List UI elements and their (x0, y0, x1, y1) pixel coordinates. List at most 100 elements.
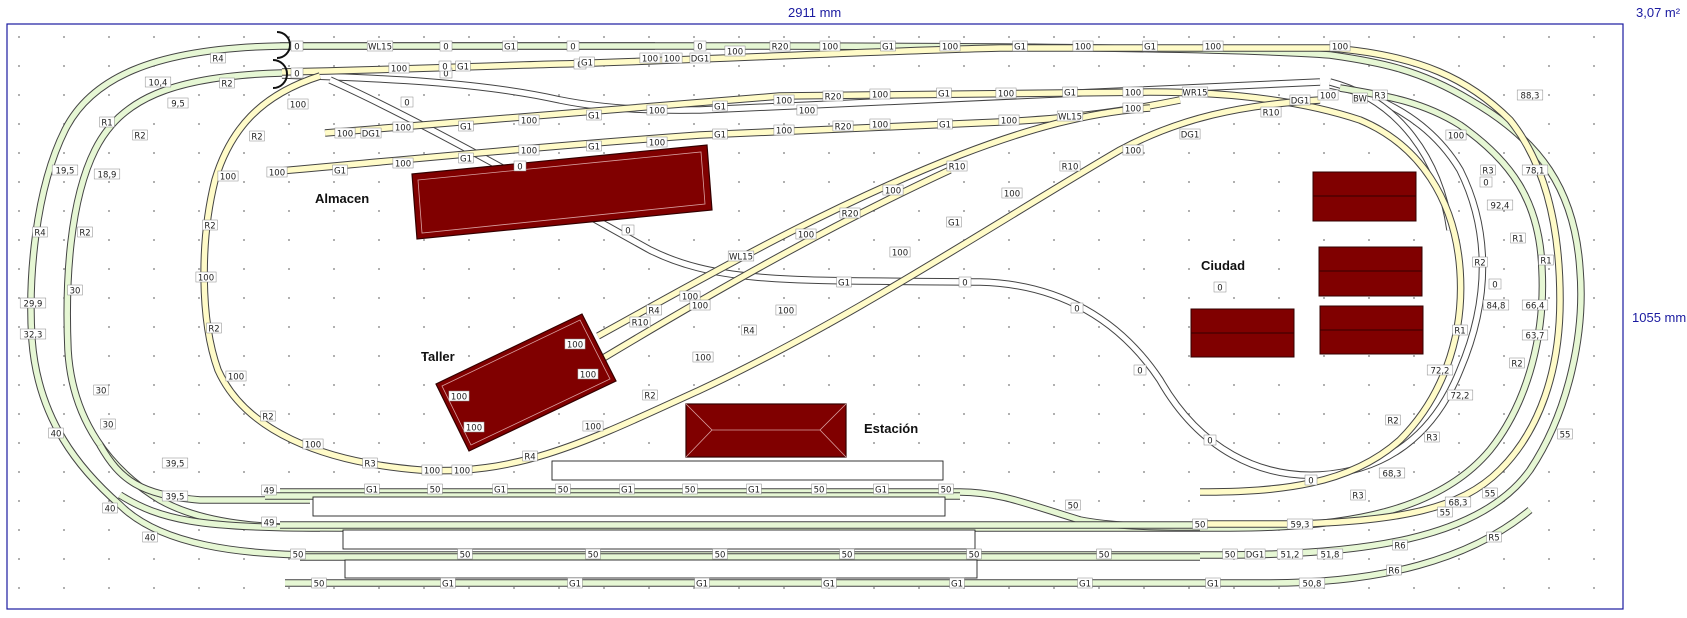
track-label: DG1 (1181, 131, 1200, 141)
track-label-box (629, 316, 651, 328)
ciudad-building-4[interactable] (1319, 305, 1424, 355)
green-spur-1[interactable] (97, 443, 310, 503)
track-label-box (939, 40, 961, 52)
platform-1 (551, 460, 944, 481)
track-label: 100 (695, 354, 711, 364)
track-label: 50 (1225, 551, 1236, 561)
track-label-box (1521, 164, 1549, 176)
track-label: G1 (1014, 43, 1026, 53)
ciudad-label: Ciudad (1201, 258, 1246, 273)
track-label: 0 (1207, 437, 1212, 447)
track-label-box (457, 548, 473, 560)
track-label-box (290, 548, 306, 560)
track-label-box (19, 328, 47, 340)
track-label-box (1557, 428, 1573, 440)
track-label-box (1133, 364, 1147, 376)
estacion-label: Estación (864, 421, 919, 436)
track-label-box (966, 548, 982, 560)
track-label: 78,1 (1526, 167, 1545, 177)
track-label: 100 (776, 127, 792, 137)
track-label: 0 (294, 43, 299, 53)
track-label: 50 (314, 580, 325, 590)
track-label-box (694, 577, 710, 589)
track-label: 0 (697, 43, 702, 53)
track-label: 100 (1125, 105, 1141, 115)
track-label: R2 (204, 222, 215, 232)
track-label-box (1203, 434, 1217, 446)
track-label: 49 (264, 519, 275, 529)
track-label-box (1316, 548, 1344, 560)
track-label-box (93, 168, 121, 180)
track-label: 50 (969, 551, 980, 561)
track-label-box (958, 276, 972, 288)
track-label: R2 (262, 413, 273, 423)
track-label-box (689, 52, 711, 64)
track-label: WL15 (729, 253, 753, 263)
track-label: 0 (294, 70, 299, 80)
track-label: 100 (727, 48, 743, 58)
estacion-building[interactable] (685, 403, 847, 458)
grey-reverse-loop[interactable] (328, 77, 1486, 478)
track-label: R2 (644, 392, 655, 402)
buffer-stop-1 (276, 31, 291, 59)
track-label: R10 (1062, 163, 1079, 173)
track-label: 100 (290, 101, 306, 111)
track-label: G1 (588, 112, 600, 122)
main-loop-upper[interactable] (281, 45, 1563, 527)
track-label-box (260, 410, 276, 422)
ciudad-building-3[interactable] (1190, 308, 1295, 358)
track-label: G1 (366, 486, 378, 496)
track-label-box (1486, 199, 1514, 211)
track-label: 32,3 (24, 331, 43, 341)
track-label: 100 (269, 169, 285, 179)
track-label: 100 (1448, 132, 1464, 142)
track-label: 100 (692, 302, 708, 312)
track-label-box (1378, 467, 1406, 479)
track-label-box (661, 52, 683, 64)
track-label: 0 (570, 43, 575, 53)
track-label-box (693, 40, 707, 52)
track-label-box (995, 87, 1017, 99)
track-label: 100 (649, 107, 665, 117)
ciudad-building-2[interactable] (1318, 246, 1423, 297)
grey-top-2[interactable] (281, 72, 1321, 113)
inner-loop-r3[interactable] (201, 73, 1321, 474)
track-label-box (646, 136, 668, 148)
track-label: G1 (939, 121, 951, 131)
track-label: 100 (395, 124, 411, 134)
track-label-box (48, 427, 64, 439)
track-label-box (1317, 89, 1339, 101)
track-label-box (67, 284, 83, 296)
green-spur-2[interactable] (118, 492, 321, 531)
track-label-box (682, 483, 698, 495)
track-label: 100 (424, 467, 440, 477)
station-track-4[interactable] (285, 507, 1532, 586)
track-label: R3 (1482, 167, 1493, 177)
track-label: G1 (504, 43, 516, 53)
track-label: 100 (228, 373, 244, 383)
track-label: 100 (892, 249, 908, 259)
track-label: 100 (395, 160, 411, 170)
track-label-box (1096, 548, 1112, 560)
outer-loop-r1[interactable] (28, 43, 1584, 558)
track-label-box (364, 483, 380, 495)
track-label-box (619, 483, 635, 495)
track-label-box (577, 368, 599, 380)
track-label: 40 (105, 505, 116, 515)
track-label-box (32, 226, 48, 238)
track-label: 0 (1137, 367, 1142, 377)
track-label: G1 (748, 486, 760, 496)
track-label-box (585, 548, 601, 560)
track-label-box (463, 421, 485, 433)
track-label: 88,3 (1521, 92, 1540, 102)
almacen-building[interactable] (411, 144, 713, 240)
track-label: 50 (1099, 551, 1110, 561)
track-label: 84,8 (1487, 302, 1506, 312)
track-label-box (202, 219, 218, 231)
track-label-box (775, 304, 797, 316)
track-label: 0 (404, 99, 409, 109)
track-label-box (586, 140, 602, 152)
track-label-box (1001, 187, 1023, 199)
track-label: 100 (649, 139, 665, 149)
ciudad-building-1[interactable] (1312, 171, 1417, 222)
